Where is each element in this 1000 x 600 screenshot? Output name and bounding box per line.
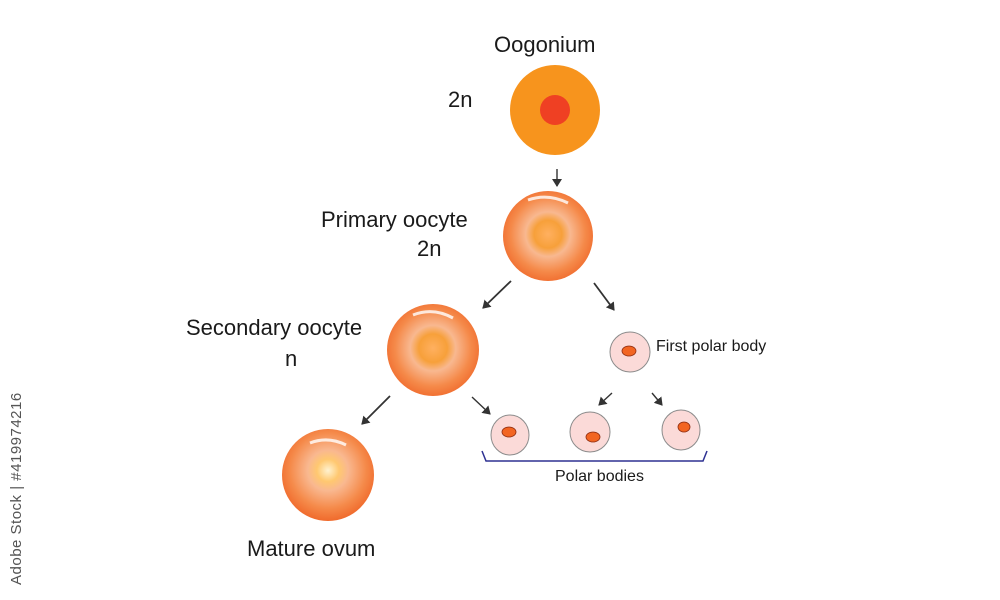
- polar-body-1: [490, 414, 530, 456]
- primary-oocyte-cell: [503, 191, 593, 281]
- arrow-secondary-to-polar: [471, 396, 491, 415]
- oogonium-label: Oogonium: [494, 32, 596, 57]
- first-polar-body-label: First polar body: [656, 338, 767, 355]
- arrow-secondary-to-ovum: [361, 395, 391, 425]
- arrow-primary-to-first-polar: [593, 282, 615, 311]
- polar-bodies-label: Polar bodies: [555, 468, 644, 485]
- oogonium-nucleus: [540, 95, 570, 125]
- polar-body-3: [661, 409, 701, 451]
- mature-ovum-cell: [282, 429, 374, 521]
- arrow-first-polar-to-right: [651, 392, 663, 406]
- polar-body-2: [569, 411, 611, 453]
- stock-id-watermark: Adobe Stock | #419974216: [8, 392, 25, 585]
- highlight-reflection: [309, 438, 347, 447]
- secondary-oocyte-label: Secondary oocyte: [186, 315, 363, 340]
- primary-oocyte-ploidy-label: 2n: [417, 236, 442, 261]
- oogonium-cell: [510, 65, 600, 155]
- mature-ovum-label: Mature ovum: [247, 536, 376, 561]
- arrow-first-polar-to-left: [598, 392, 613, 406]
- arrow-primary-to-secondary: [482, 280, 512, 309]
- primary-oocyte-label: Primary oocyte: [321, 207, 468, 232]
- highlight-reflection: [527, 195, 569, 205]
- arrows: [361, 169, 663, 425]
- first-polar-body: [609, 331, 651, 373]
- secondary-oocyte-cell: [387, 304, 479, 396]
- secondary-oocyte-ploidy-label: n: [285, 346, 298, 371]
- polar-bodies-bracket: [481, 450, 708, 462]
- highlight-reflection: [412, 310, 454, 320]
- oogonium-ploidy-label: 2n: [448, 87, 473, 112]
